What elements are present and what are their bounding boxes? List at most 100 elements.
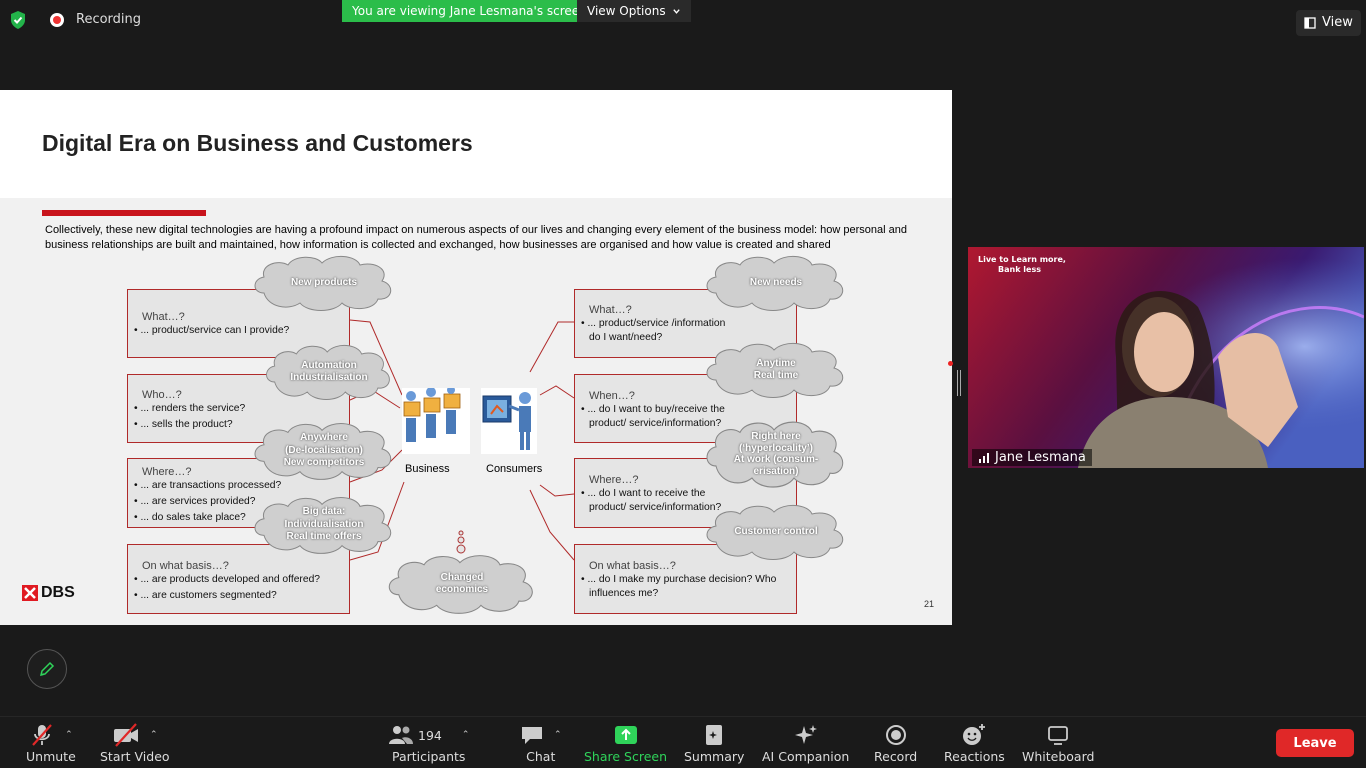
resize-handle[interactable] (957, 370, 961, 396)
recording-indicator[interactable]: Recording (50, 12, 141, 27)
signal-bars-icon (979, 452, 989, 463)
viewing-banner: You are viewing Jane Lesmana's screen (342, 0, 597, 22)
chat-label: Chat (526, 749, 556, 764)
record-button[interactable]: Record (874, 721, 917, 764)
reactions-button[interactable]: Reactions (944, 721, 1005, 764)
cloud-text: New needs (749, 276, 803, 288)
box-question: On what basis…? (142, 560, 229, 572)
box-question: Where…? (589, 474, 639, 486)
cloud-text: New products (290, 276, 358, 288)
chevron-up-icon[interactable]: ⌃ (65, 730, 73, 740)
cloud-text: (De-localisation) (285, 444, 363, 456)
video-feed (968, 247, 1364, 468)
summary-label: Summary (684, 749, 745, 764)
chat-button[interactable]: ⌃ Chat (520, 721, 562, 764)
ai-companion-button[interactable]: AI Companion (762, 721, 849, 764)
reactions-label: Reactions (944, 749, 1005, 764)
banner-line-2: Bank less (998, 265, 1041, 274)
annotate-button[interactable] (27, 649, 67, 689)
box-bullet: • ... are customers segmented? (134, 590, 277, 601)
box-bullet: do I want/need? (589, 332, 663, 343)
box-bullet: • ... do I make my purchase decision? Wh… (581, 574, 777, 585)
participant-name: Jane Lesmana (995, 450, 1086, 465)
chevron-up-icon[interactable]: ⌃ (461, 730, 470, 740)
start-video-button[interactable]: ⌃ Start Video (100, 721, 170, 764)
pointer-dot (948, 361, 953, 366)
whiteboard-label: Whiteboard (1022, 749, 1095, 764)
chevron-up-icon[interactable]: ⌃ (149, 730, 158, 740)
cloud-right-here: Right here (‘hyperlocality’) At work (co… (702, 418, 850, 490)
slide-header: Digital Era on Business and Customers (0, 90, 952, 198)
consumers-illustration (481, 388, 537, 454)
share-screen-button[interactable]: Share Screen (584, 721, 667, 764)
box-bullet: • ... do I want to receive the (581, 488, 706, 499)
summary-button[interactable]: Summary (684, 721, 744, 764)
start-video-label: Start Video (100, 749, 170, 764)
cloud-big-data: Big data: Individualisation Real time of… (250, 494, 398, 556)
box-question: When…? (589, 390, 635, 402)
smiley-plus-icon (963, 724, 986, 745)
view-options-button[interactable]: View Options (577, 0, 691, 22)
dbs-logo: DBS (22, 584, 75, 602)
unmute-button[interactable]: ⌃ Unmute (26, 721, 76, 764)
cloud-text: Customer control (734, 525, 818, 537)
cloud-text: At work (consum- (733, 454, 819, 465)
slide-page-number: 21 (924, 599, 935, 609)
box-question: Who…? (142, 389, 182, 401)
whiteboard-icon (1048, 726, 1069, 745)
box-bullet: • ... product/service /information (581, 318, 726, 329)
security-shield-icon[interactable] (8, 10, 28, 30)
box-bullet: • ... are services provided? (134, 496, 256, 507)
box-question: What…? (142, 311, 185, 323)
share-screen-label: Share Screen (584, 749, 668, 764)
ai-companion-label: AI Companion (762, 749, 850, 764)
left-box-who: Who…? • ... renders the service? • ... s… (127, 374, 350, 443)
box-bullet: • ... renders the service? (134, 403, 246, 414)
box-question: What…? (589, 304, 632, 316)
title-accent-line (42, 210, 206, 216)
cloud-text: (‘hyperlocality’) (739, 442, 813, 454)
business-illustration (402, 386, 470, 454)
top-bar: Recording You are viewing Jane Lesmana's… (0, 0, 1366, 44)
video-camera-off-icon (113, 723, 138, 747)
record-icon (885, 725, 906, 745)
cloud-changed-economics: Changed economics (384, 552, 540, 616)
box-bullet: influences me? (589, 588, 659, 599)
unmute-label: Unmute (26, 749, 76, 764)
cloud-new-needs: New needs (702, 253, 850, 313)
chat-bubble-icon (522, 727, 542, 744)
cloud-anytime: Anytime Real time (702, 340, 850, 400)
view-button[interactable]: View (1296, 10, 1361, 36)
slide-title: Digital Era on Business and Customers (42, 130, 473, 156)
summary-icon (706, 725, 723, 745)
box-question: Where…? (142, 466, 192, 478)
dbs-mark-icon (22, 585, 38, 601)
meeting-toolbar: ⌃ Unmute ⌃ Start Video 194 ⌃ Participant… (0, 716, 1366, 768)
cloud-text: Real time offers (286, 531, 362, 543)
whiteboard-button[interactable]: Whiteboard (1022, 721, 1094, 764)
participants-count: 194 (418, 727, 442, 743)
chevron-up-icon[interactable]: ⌃ (554, 730, 562, 740)
participants-button[interactable]: 194 ⌃ Participants (388, 721, 469, 764)
pencil-icon (39, 661, 55, 677)
cloud-text: Anywhere (300, 432, 348, 444)
cloud-text: Individualisation (284, 518, 364, 530)
participant-video-tile[interactable]: Live to Learn more, Bank less Jane Lesma… (968, 247, 1364, 468)
chevron-down-icon (672, 8, 680, 14)
box-bullet: • ... product/service can I provide? (134, 325, 290, 336)
box-bullet: • ... sells the product? (134, 419, 233, 430)
cloud-text: Industrialisation (290, 372, 368, 383)
video-banner-text: Live to Learn more, Bank less (978, 255, 1066, 275)
box-bullet: product/ service/information? (589, 418, 722, 429)
shared-screen-slide: Digital Era on Business and Customers Co… (0, 90, 952, 625)
cloud-automation: Automation Industrialisation (262, 342, 396, 402)
dbs-logo-text: DBS (41, 584, 75, 601)
recording-label: Recording (76, 12, 142, 27)
leave-button[interactable]: Leave (1276, 729, 1354, 757)
cloud-text: Big data: (302, 506, 346, 518)
box-bullet: • ... are transactions processed? (134, 480, 282, 491)
cloud-text: erisation) (753, 465, 799, 477)
cloud-new-products: New products (250, 253, 398, 313)
record-label: Record (874, 749, 918, 764)
box-bullet: • ... do sales take place? (134, 512, 246, 523)
